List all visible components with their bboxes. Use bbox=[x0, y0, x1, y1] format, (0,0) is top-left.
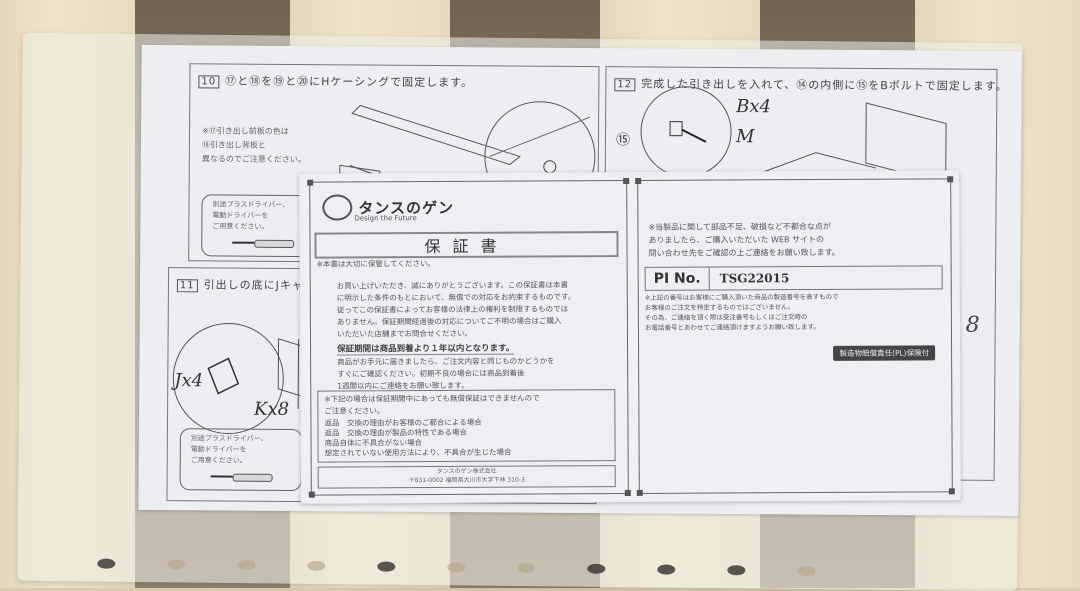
warranty-left-panel: タンスのゲン Design the Future 保証書 ※本書は大切に保管して… bbox=[309, 180, 629, 496]
pi-number-value: TSG22015 bbox=[710, 271, 790, 285]
pi-number-label: PI No. bbox=[646, 268, 710, 290]
warranty-right-panel: ※当製品に関して部品不足、破損など不都合な点が ありましたら、ご購入いただいた … bbox=[637, 178, 953, 494]
part-15-label: ⑮ bbox=[616, 133, 630, 147]
pi-number-row: PI No. TSG22015 bbox=[645, 265, 943, 291]
company-footer: タンスのゲン株式会社 〒831-0002 福岡県大川市大字下林 310-3 bbox=[318, 465, 616, 489]
step-10-note: ※⑰引き出し前板の色は ⑱引き出し背板と 異なるのでご注意ください。 bbox=[202, 124, 306, 167]
punch-hole bbox=[797, 566, 815, 576]
company-address: 〒831-0002 福岡県大川市大字下林 310-3 bbox=[319, 475, 615, 486]
j-caster-qty-label: Jx4 bbox=[174, 370, 203, 391]
punch-hole bbox=[587, 564, 605, 574]
tool-note: 別途プラスドライバー、 電動ドライバーを ご用意ください。 bbox=[191, 433, 268, 467]
warranty-title-box: 保証書 bbox=[314, 231, 618, 259]
warranty-period-text: 商品がお手元に届きましたら、ご注文内容と同じものかどうかを すぐにご確認ください… bbox=[337, 355, 555, 392]
step-10-title: 10 ⑰と⑱を⑲と⑳にHケーシングで固定します。 bbox=[198, 72, 473, 90]
exclusions-box: ※下記の場合は保証期間中にあっても無償保証はできませんので ご注意ください。 返… bbox=[317, 389, 615, 463]
brand-logo-icon bbox=[322, 194, 352, 220]
screwdriver-icon bbox=[211, 473, 271, 479]
warranty-title: 保証書 bbox=[424, 233, 508, 257]
warranty-period-heading: 保証期間は商品到着より１年以内となります。 bbox=[337, 342, 514, 356]
exclusions-intro: ※下記の場合は保証期間中にあっても無償保証はできませんので ご注意ください。 bbox=[324, 392, 539, 417]
pl-insurance-badge: 製造物賠償責任(PL)保険付 bbox=[833, 345, 935, 361]
warranty-card: タンスのゲン Design the Future 保証書 ※本書は大切に保管して… bbox=[299, 170, 961, 503]
punch-hole bbox=[657, 564, 675, 574]
punch-hole bbox=[307, 561, 325, 571]
screwdriver-icon bbox=[232, 240, 292, 246]
step-title-text: ⑰と⑱を⑲と⑳にHケーシングで固定します。 bbox=[225, 75, 473, 90]
punch-hole bbox=[377, 562, 395, 572]
tool-note: 別途プラスドライバー、 電動ドライバーを ご用意ください。 bbox=[212, 199, 289, 233]
punch-hole bbox=[167, 559, 185, 569]
step-number: 12 bbox=[614, 78, 635, 91]
m-part-label: M bbox=[736, 126, 755, 147]
page-number: 8 bbox=[966, 313, 980, 338]
keep-note: ※本書は大切に保管してください。 bbox=[317, 258, 435, 271]
step-number: 11 bbox=[177, 279, 198, 292]
punch-hole bbox=[517, 563, 535, 573]
exclusion-item: 想定されていない使用方法により、不具合が生じた場合 bbox=[325, 447, 512, 460]
punch-hole bbox=[447, 562, 465, 572]
k-screw-qty-label: Kx8 bbox=[254, 399, 289, 420]
warranty-intro: お買い上げいただき、誠にありがとうございます。この保証書は本書 に明示した条件の… bbox=[337, 279, 576, 340]
screwdriver-note-box: 別途プラスドライバー、 電動ドライバーを ご用意ください。 bbox=[180, 428, 302, 491]
step-title-text: 完成した引き出しを入れて、⑭の内側に⑮をBボルトで固定します。 bbox=[641, 77, 1008, 93]
step-number: 10 bbox=[198, 75, 219, 88]
b-bolt-qty-label: Bx4 bbox=[736, 96, 771, 117]
brand-tagline: Design the Future bbox=[354, 214, 416, 222]
defect-contact-note: ※当製品に関して部品不足、破損など不都合な点が ありましたら、ご購入いただいた … bbox=[648, 220, 839, 260]
punch-hole bbox=[727, 565, 745, 575]
punch-hole bbox=[97, 559, 115, 569]
punch-hole bbox=[237, 560, 255, 570]
pi-number-note: ※上記の番号はお客様にご購入頂いた商品の製造番号を表すもので お客様のご注文を特… bbox=[645, 292, 839, 333]
